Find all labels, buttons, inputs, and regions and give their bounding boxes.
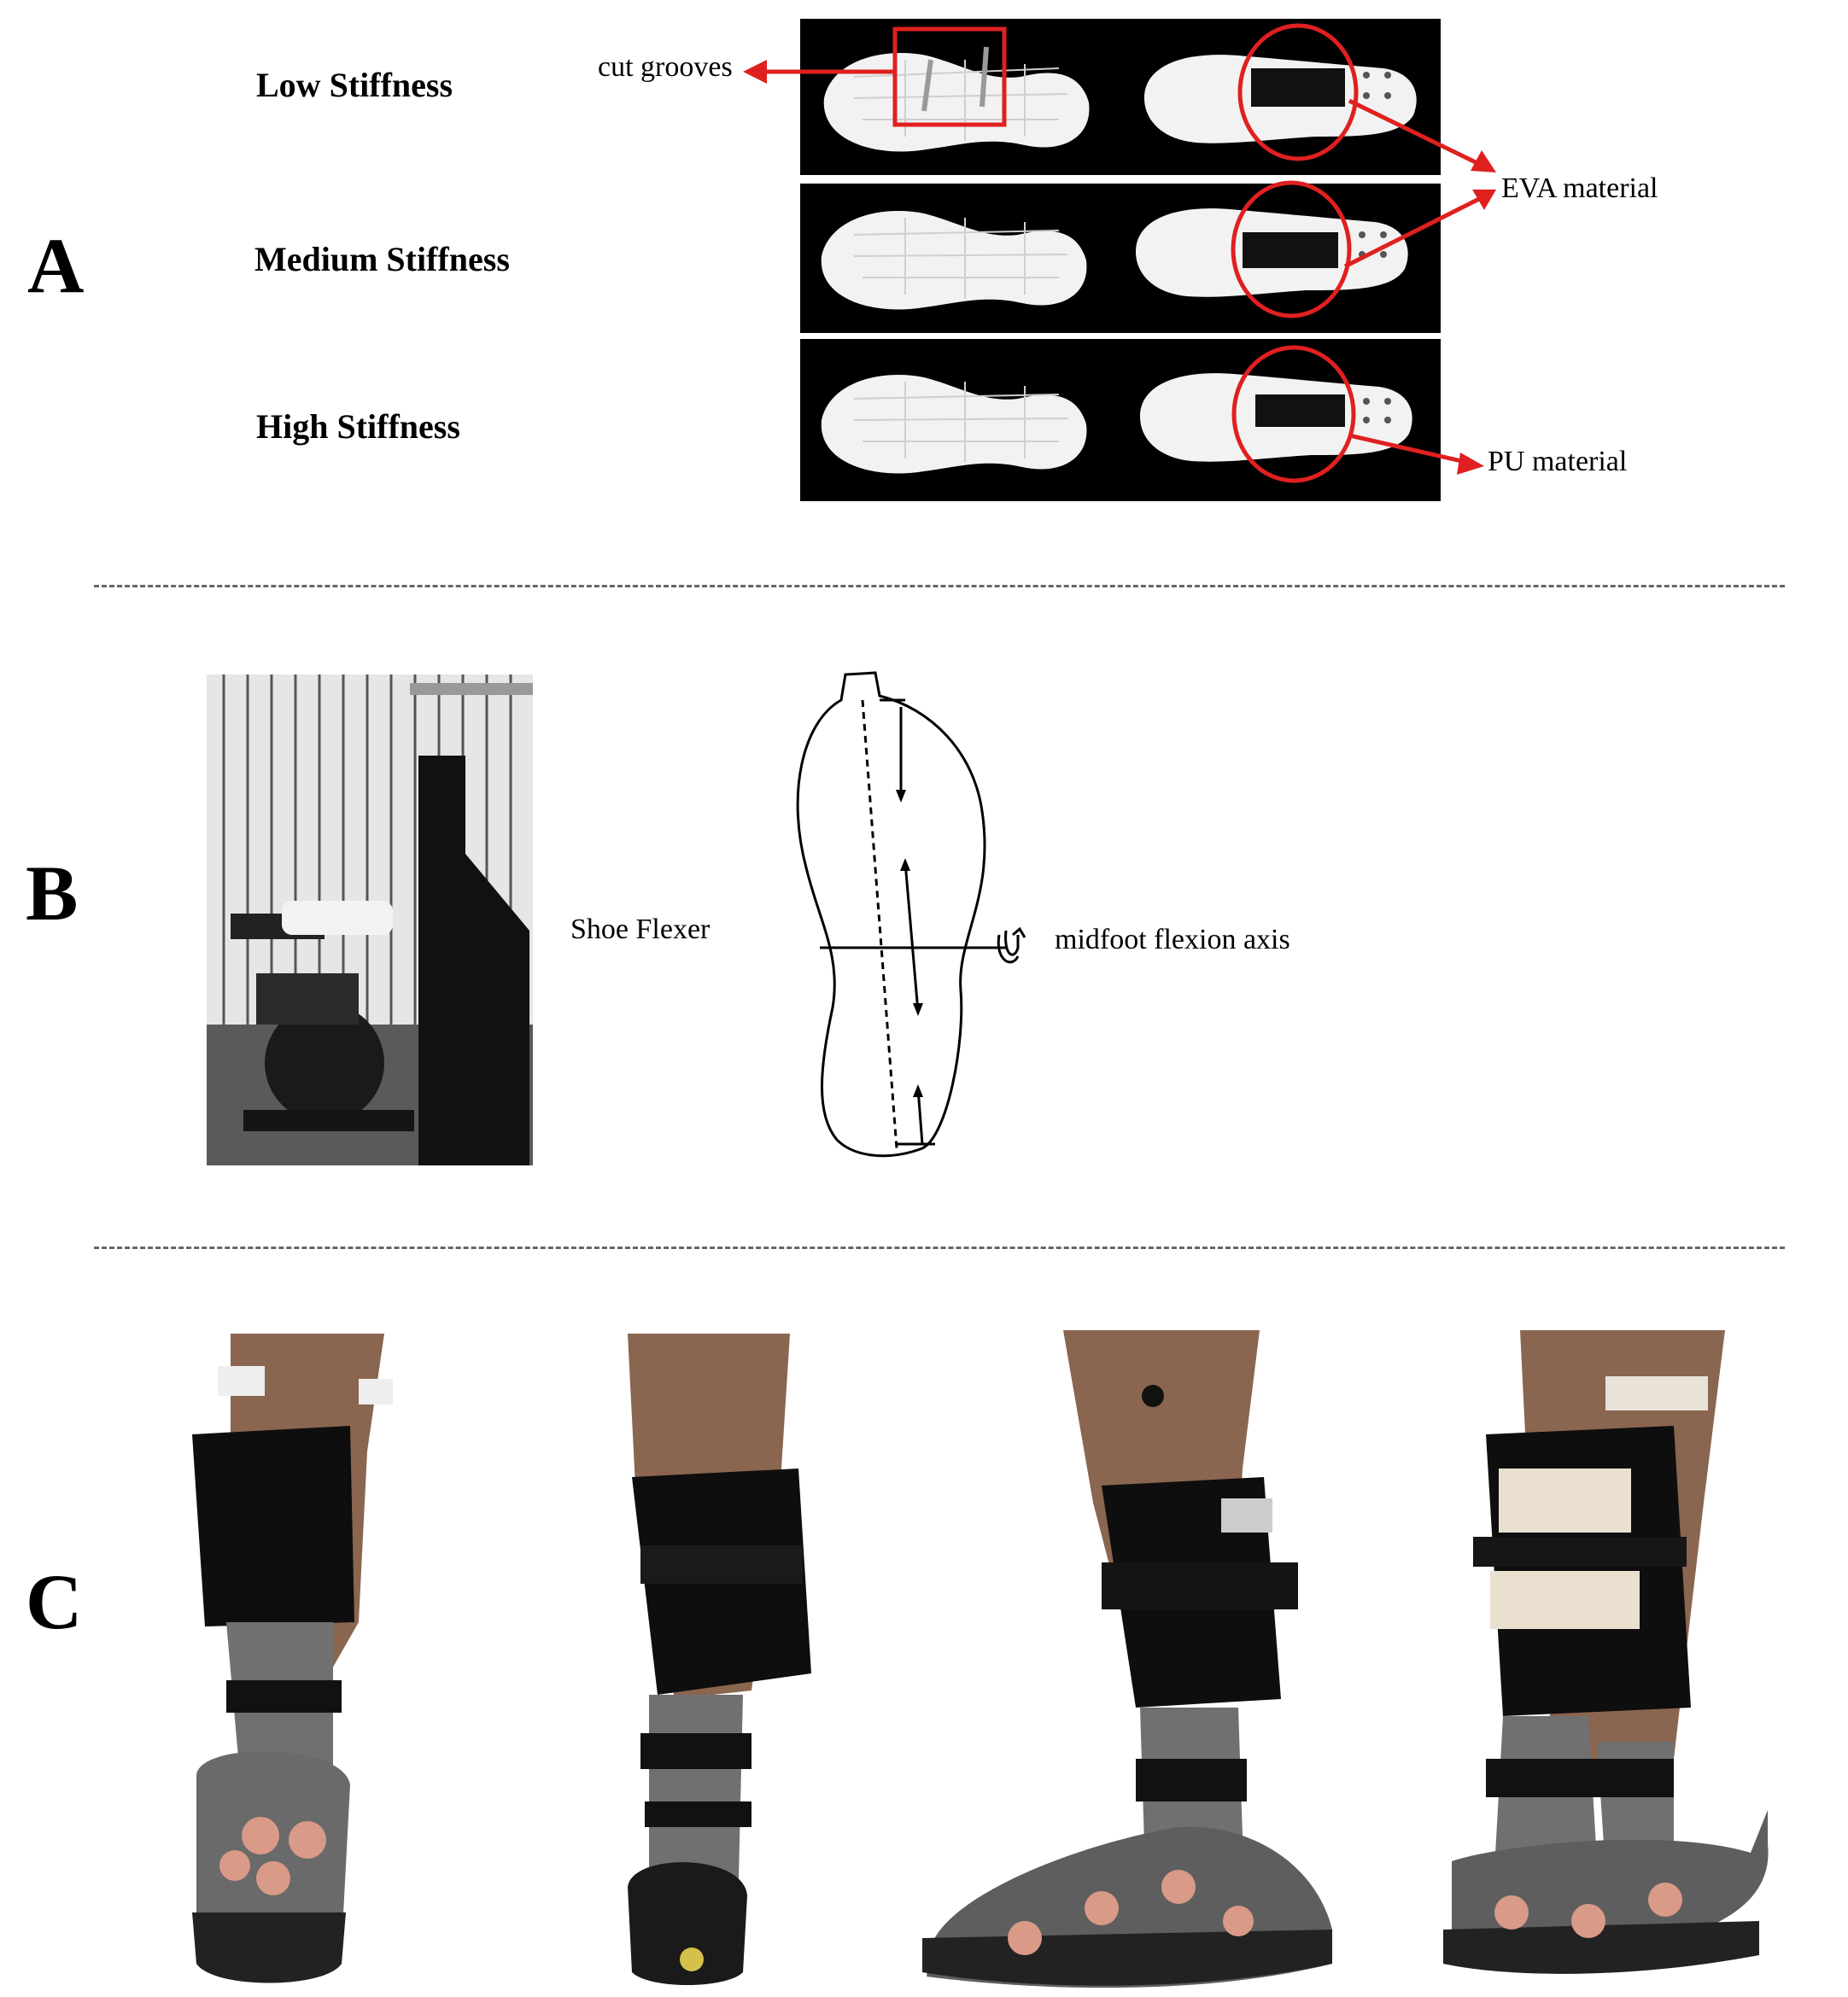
row-label-low-stiffness: Low Stiffness: [256, 66, 453, 104]
row-label-medium-stiffness: Medium Stiffness: [254, 240, 510, 278]
row-label-high-stiffness: High Stiffness: [256, 407, 460, 446]
dashed-centerline: [861, 699, 898, 1149]
leg-view-medial: [922, 1330, 1332, 1988]
divider-b-c: [94, 1247, 1785, 1249]
pu-insert-high: [1255, 394, 1345, 427]
pu-circle-high: [1231, 345, 1356, 483]
callout-pu-material: PU material: [1488, 446, 1628, 477]
divider-a-b: [94, 585, 1785, 587]
panel-b-letter: B: [26, 850, 79, 937]
callout-eva-material: EVA material: [1501, 172, 1658, 204]
leg-view-back: [628, 1334, 811, 1985]
leg-view-front: [192, 1334, 393, 1983]
cut-grooves-marks: [921, 46, 989, 112]
callout-cut-grooves: cut grooves: [598, 51, 733, 83]
shoe-flexer-label: Shoe Flexer: [570, 914, 711, 945]
midfoot-flexion-axis-label: midfoot flexion axis: [1055, 924, 1290, 955]
leg-view-lateral: [1443, 1330, 1769, 1974]
eva-insert-low: [1251, 68, 1345, 107]
rotation-icon: [997, 926, 1026, 964]
eva-circle-low: [1237, 23, 1359, 161]
panel-c-letter: C: [26, 1558, 83, 1645]
eva-insert-medium: [1243, 232, 1338, 268]
panel-a-letter: A: [27, 222, 85, 309]
eva-circle-medium: [1231, 180, 1352, 318]
cut-grooves-box: [892, 26, 1007, 127]
